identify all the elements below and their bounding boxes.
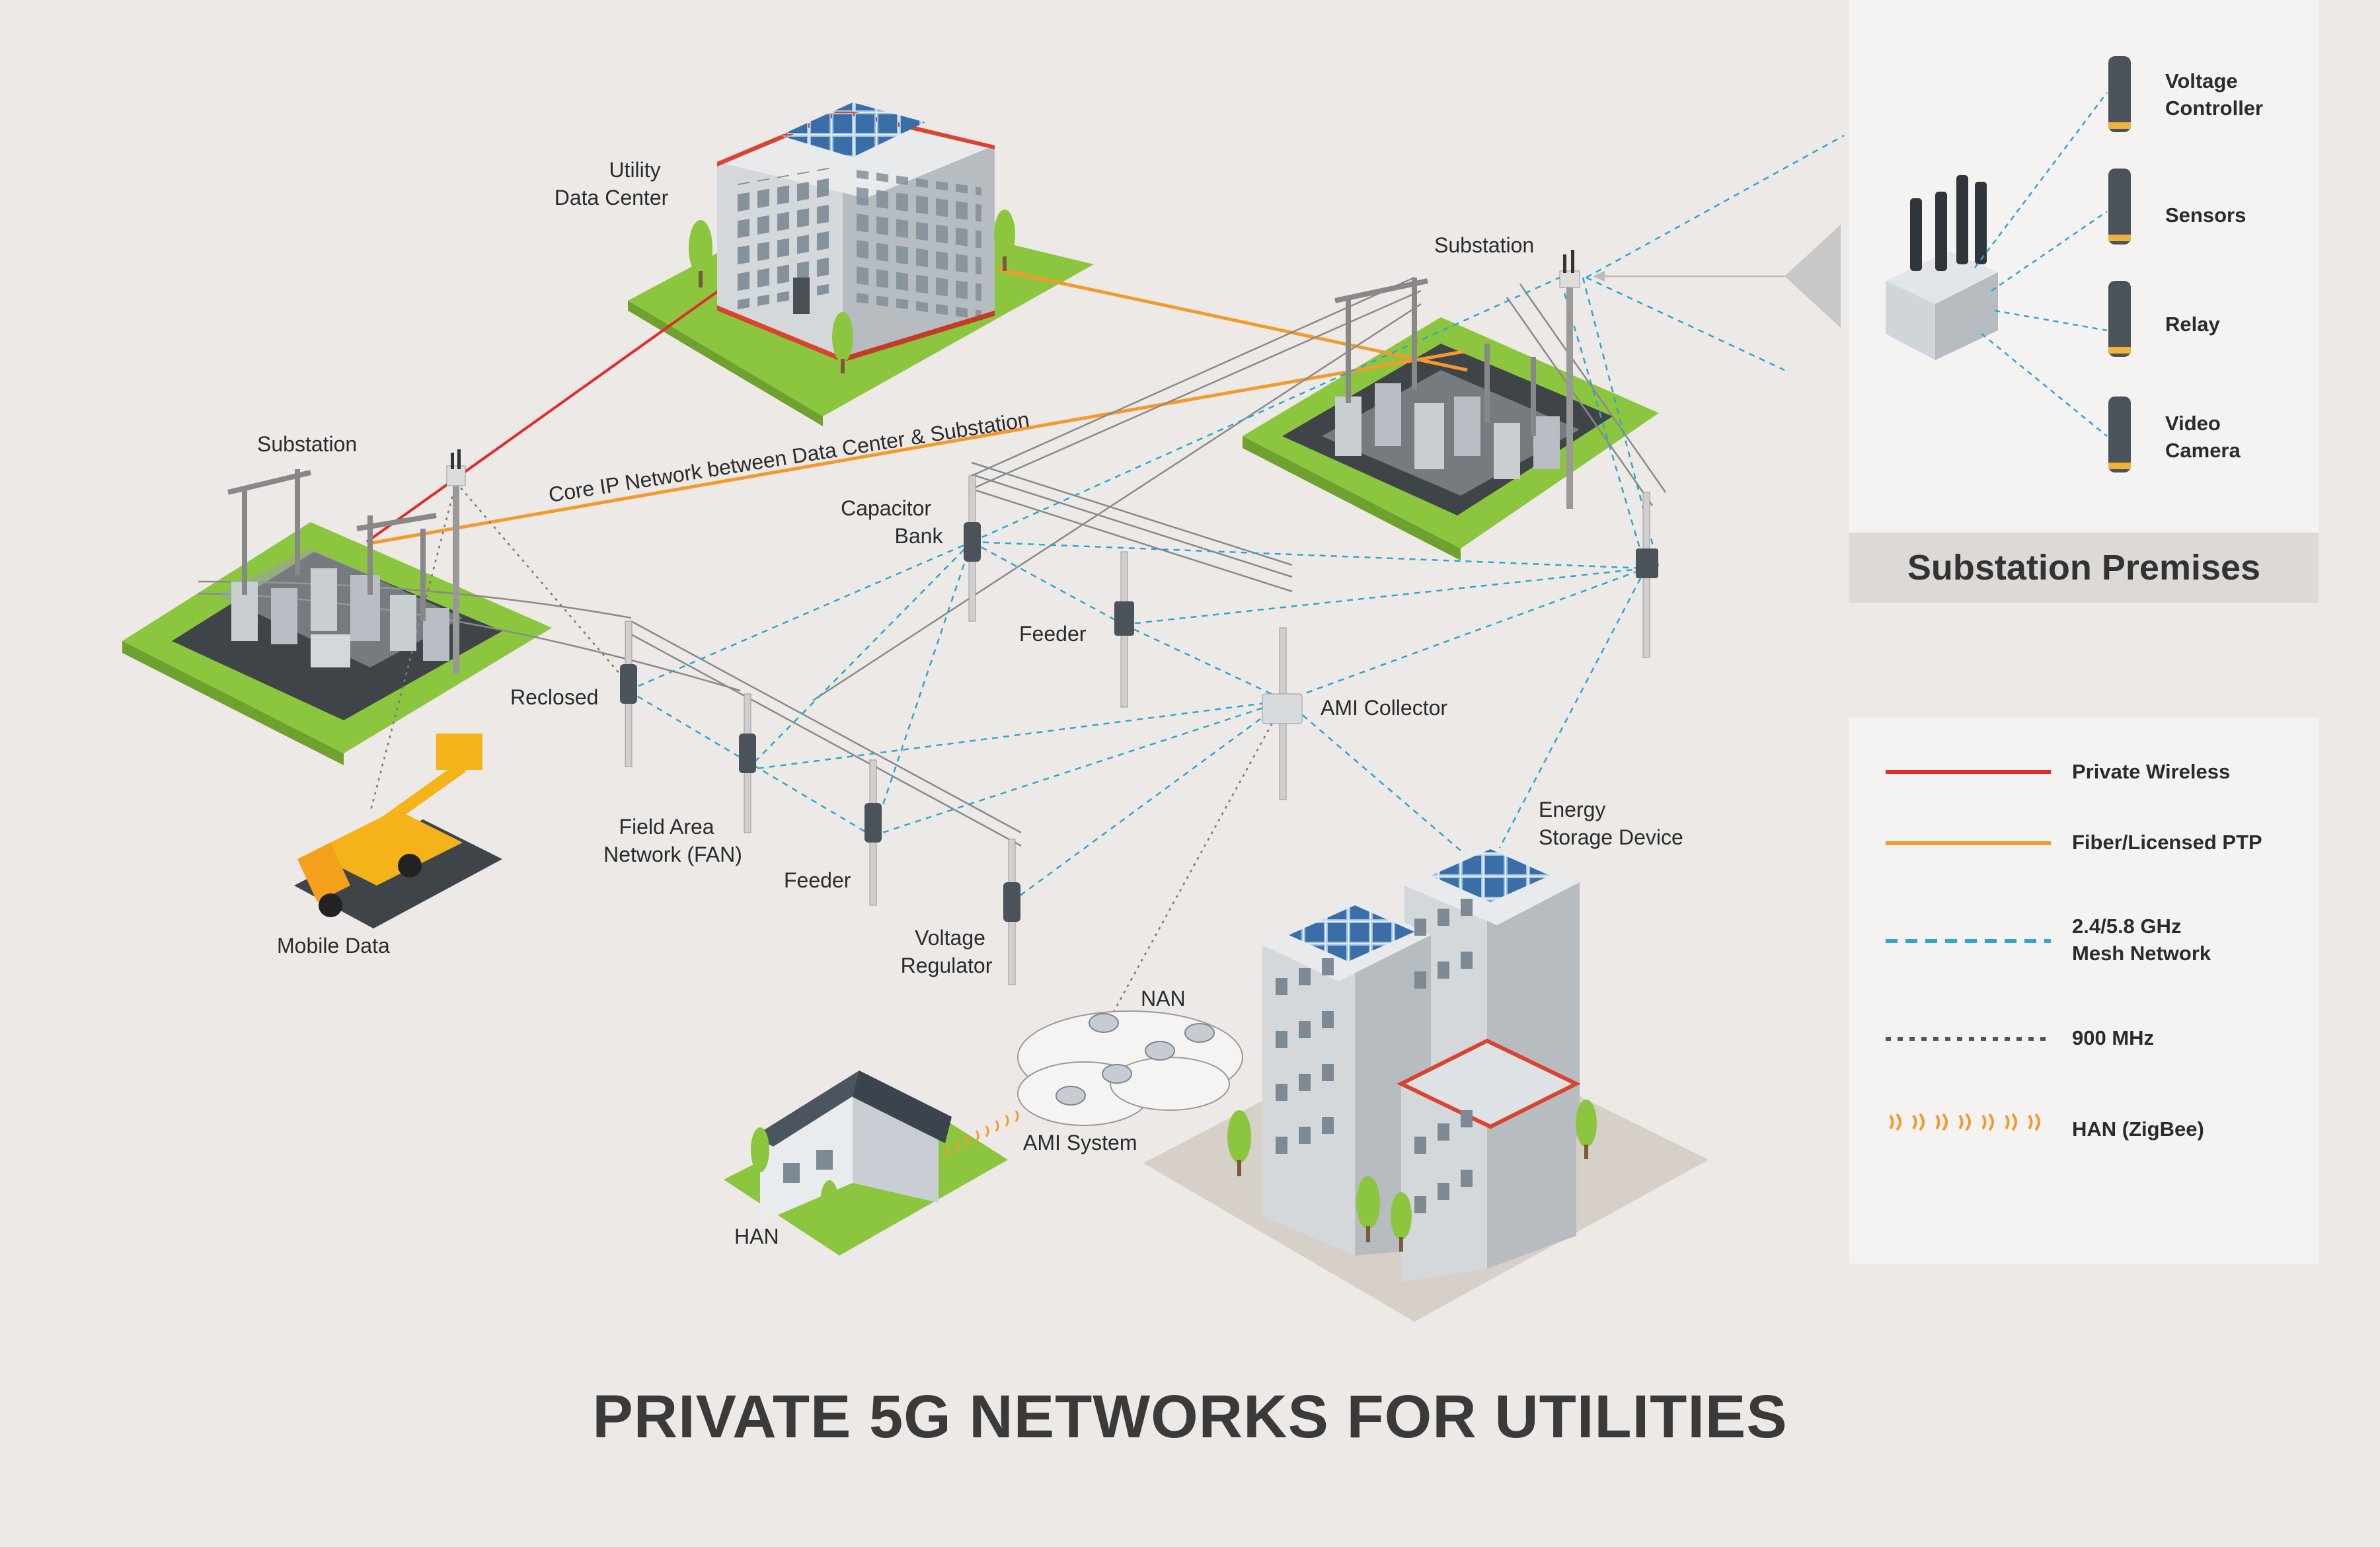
left-antenna-tower — [446, 449, 466, 674]
feeder-bottom-label: Feeder — [784, 868, 851, 892]
energy-storage-buildings — [1262, 843, 1581, 1282]
premises-illustration — [1886, 56, 2131, 472]
core-ip-label: Core IP Network between Data Center & Su… — [547, 407, 1030, 507]
premises-arrow — [1593, 225, 1841, 328]
legend-panel: Private Wireless Fiber/Licensed PTP 2.4/… — [1849, 718, 2319, 1264]
right-antenna-tower — [1559, 250, 1580, 509]
legend-swatches — [1886, 770, 2051, 1131]
field-area-network-label: Field Area Network (FAN) — [603, 815, 742, 866]
utility-data-center — [717, 102, 995, 362]
premises-device-sensors: Sensors — [2165, 204, 2246, 227]
feeder-top-label: Feeder — [1019, 622, 1087, 646]
substation-premises-title: Substation Premises — [1849, 533, 2319, 603]
premises-device-relay: Relay — [2165, 313, 2220, 336]
legend-label-han: HAN (ZigBee) — [2072, 1117, 2204, 1141]
ami-system-label: AMI System — [1023, 1131, 1137, 1154]
right-substation-label: Substation — [1434, 233, 1534, 257]
legend-swatch-han — [1889, 1113, 2040, 1131]
reclosed-label: Reclosed — [510, 685, 598, 709]
page-title: PRIVATE 5G NETWORKS FOR UTILITIES — [592, 1383, 1788, 1451]
fiber-link-core — [369, 350, 1465, 545]
mobile-data-label: Mobile Data — [277, 934, 390, 958]
fiber-link-dc — [997, 268, 1468, 372]
voltage-regulator-label: Voltage Regulator — [901, 926, 993, 977]
legend-label-900mhz: 900 MHz — [2072, 1026, 2155, 1049]
han-waves-house — [945, 1110, 1019, 1157]
capacitor-bank-label: Capacitor Bank — [841, 496, 943, 548]
han-label: HAN — [734, 1225, 779, 1248]
datacenter-trees — [689, 209, 1015, 373]
pole-devices — [620, 522, 1658, 922]
nan-cloud — [1017, 1010, 1243, 1126]
city-trees — [751, 1100, 1597, 1252]
nan-label: NAN — [1141, 987, 1186, 1010]
mesh-network-links — [627, 134, 1845, 903]
ami-collector-label: AMI Collector — [1321, 696, 1447, 720]
utility-data-center-label: Utility Data Center — [555, 158, 669, 209]
private-wireless-link — [365, 288, 722, 543]
utility-truck — [294, 734, 502, 928]
energy-storage-label: Energy Storage Device — [1539, 798, 1683, 849]
legend-label-fiber: Fiber/Licensed PTP — [2072, 831, 2262, 854]
left-substation-label: Substation — [257, 432, 357, 456]
mhz900-links — [369, 482, 1277, 1018]
legend-label-private-wireless: Private Wireless — [2072, 760, 2231, 783]
left-substation-equipment — [218, 469, 463, 667]
right-substation-equipment — [1322, 278, 1580, 496]
